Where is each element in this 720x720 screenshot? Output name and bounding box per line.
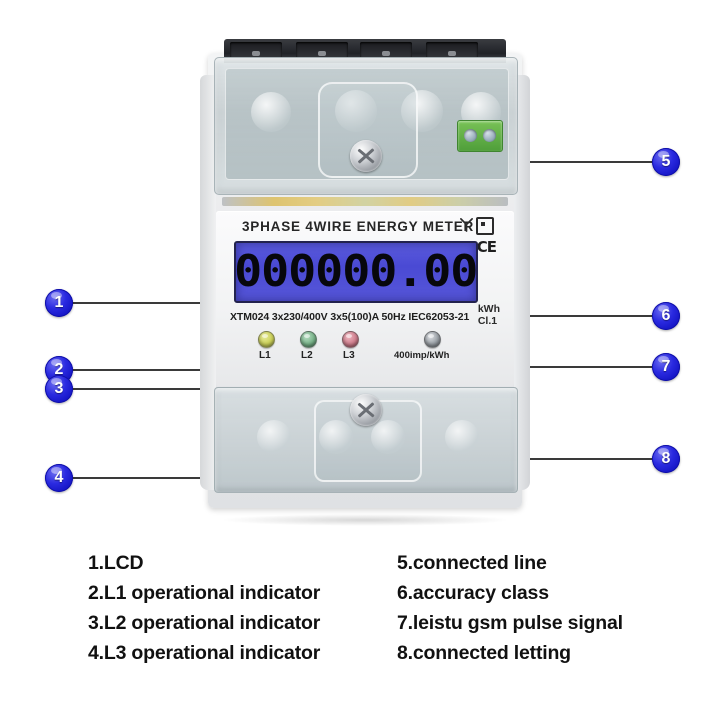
legend-item-3: 3.L2 operational indicator xyxy=(88,612,321,634)
specification-line: XTM024 3x230/400V 3x5(100)A 50Hz IEC6205… xyxy=(230,311,470,323)
leader-line-6 xyxy=(520,315,652,317)
callout-badge-7[interactable]: 7 xyxy=(652,353,680,381)
l2-indicator-led xyxy=(300,331,317,348)
legend-column-left: 1.LCD 2.L1 operational indicator 3.L2 op… xyxy=(88,548,320,668)
l2-indicator-label: L2 xyxy=(301,350,313,361)
l3-indicator-label: L3 xyxy=(343,350,355,361)
callout-badge-6[interactable]: 6 xyxy=(652,302,680,330)
lcd-display: 000000.00 xyxy=(234,241,479,303)
terminal-blur-blob xyxy=(257,420,291,454)
pulse-rate-label: 400imp/kWh xyxy=(394,350,450,361)
lcd-unit-block: kWh Cl.1 xyxy=(478,303,500,327)
callout-badge-3-label: 3 xyxy=(54,380,64,397)
terminal-port xyxy=(464,129,477,142)
wye-connection-icon xyxy=(460,218,473,232)
top-terminal-hole xyxy=(296,42,348,59)
leader-line-7 xyxy=(424,366,652,368)
leader-line-1 xyxy=(70,302,238,304)
terminal-blur-blob xyxy=(401,90,443,132)
device-shadow xyxy=(220,514,510,526)
internal-pcb-strip xyxy=(222,197,508,206)
ce-mark-icon: CE xyxy=(476,238,497,256)
callout-badge-1-label: 1 xyxy=(54,294,64,311)
terminal-blur-blob xyxy=(335,90,377,132)
top-terminal-hole xyxy=(230,42,282,59)
faceplate-title: 3PHASE 4WIRE ENERGY METER xyxy=(242,219,475,234)
leader-line-4 xyxy=(70,477,236,479)
terminal-blur-blob xyxy=(319,420,353,454)
l1-indicator-led xyxy=(258,331,275,348)
class-ii-box-icon xyxy=(476,217,494,235)
energy-meter-device: 3PHASE 4WIRE ENERGY METER CE 000000.00 k… xyxy=(200,35,530,526)
accuracy-class-label: Cl.1 xyxy=(477,315,498,328)
terminal-blur-blob xyxy=(371,420,405,454)
terminal-blur-blob xyxy=(251,92,291,132)
l1-indicator-label: L1 xyxy=(259,350,271,361)
top-terminal-hole xyxy=(360,42,412,59)
cover-screw-plate xyxy=(318,82,418,178)
terminal-blur-blob xyxy=(445,420,479,454)
legend-item-8: 8.connected letting xyxy=(397,642,571,664)
callout-badge-1[interactable]: 1 xyxy=(45,289,73,317)
meter-side-right xyxy=(514,75,530,490)
upper-terminal-cover[interactable] xyxy=(214,57,518,195)
legend-item-1: 1.LCD xyxy=(88,552,144,574)
leader-line-3 xyxy=(70,388,250,390)
legend-item-6: 6.accuracy class xyxy=(397,582,549,604)
legend-item-4: 4.L3 operational indicator xyxy=(88,642,321,664)
connected-line-terminal[interactable] xyxy=(457,120,503,152)
legend-item-5: 5.connected line xyxy=(397,552,547,574)
top-terminal-hole xyxy=(426,42,478,59)
terminal-port xyxy=(483,129,496,142)
callout-badge-3[interactable]: 3 xyxy=(45,375,73,403)
meter-faceplate: 3PHASE 4WIRE ENERGY METER CE 000000.00 k… xyxy=(216,211,514,386)
callout-badge-5-label: 5 xyxy=(661,153,671,170)
callout-badge-4-label: 4 xyxy=(54,469,64,486)
l3-indicator-led xyxy=(342,331,359,348)
lower-terminal-cover[interactable] xyxy=(214,387,518,493)
meter-side-left xyxy=(200,75,216,490)
callout-badge-6-label: 6 xyxy=(661,307,671,324)
leader-line-5 xyxy=(500,161,652,163)
leader-line-8 xyxy=(470,458,652,460)
legend-item-2: 2.L1 operational indicator xyxy=(88,582,321,604)
callout-badge-2-label: 2 xyxy=(54,361,64,378)
callout-badge-8[interactable]: 8 xyxy=(652,445,680,473)
indicator-led-row: L1 L2 L3 400imp/kWh xyxy=(216,331,514,379)
pulse-indicator-led xyxy=(424,331,441,348)
legend-column-right: 5.connected line 6.accuracy class 7.leis… xyxy=(397,548,623,668)
lcd-reading: 000000.00 xyxy=(234,246,478,297)
callout-badge-8-label: 8 xyxy=(661,450,671,467)
callout-badge-5[interactable]: 5 xyxy=(652,148,680,176)
leader-line-2 xyxy=(70,369,252,371)
legend-item-7: 7.leistu gsm pulse signal xyxy=(397,612,623,634)
callout-badge-4[interactable]: 4 xyxy=(45,464,73,492)
unit-kwh-label: kWh xyxy=(477,303,500,315)
cover-screw-top[interactable] xyxy=(350,140,382,172)
cover-screw-bottom[interactable] xyxy=(350,394,382,426)
callout-badge-7-label: 7 xyxy=(661,358,671,375)
